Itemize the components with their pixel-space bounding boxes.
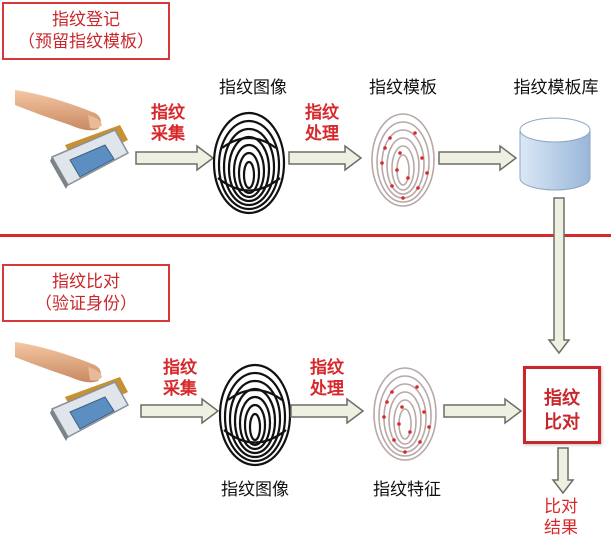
fingerprint-image-icon bbox=[212, 111, 286, 215]
verify-image-caption: 指纹图像 bbox=[221, 480, 289, 500]
match-label-1: 指纹 bbox=[544, 388, 580, 409]
template-db-caption: 指纹模板库 bbox=[513, 78, 599, 98]
match-box: 指纹 比对 bbox=[523, 366, 601, 444]
arrow-db-to-match bbox=[547, 197, 571, 355]
enroll-template-caption: 指纹模板 bbox=[369, 78, 437, 98]
fingerprint-image-icon bbox=[218, 363, 292, 467]
arrow-capture-1 bbox=[135, 144, 215, 172]
enroll-process-label: 指纹处理 bbox=[305, 103, 339, 144]
enroll-title: 指纹登记 bbox=[52, 10, 120, 30]
arrow-to-match bbox=[443, 397, 523, 425]
verify-subtitle: （验证身份） bbox=[35, 294, 137, 314]
enroll-stage-box: 指纹登记 （预留指纹模板） bbox=[2, 2, 170, 60]
result-label: 比对结果 bbox=[544, 497, 578, 538]
verify-title: 指纹比对 bbox=[52, 272, 120, 292]
fingerprint-template-icon bbox=[373, 367, 437, 461]
match-label-2: 比对 bbox=[544, 412, 580, 433]
arrow-process-1 bbox=[288, 144, 363, 172]
enroll-subtitle: （预留指纹模板） bbox=[18, 32, 154, 52]
section-divider bbox=[0, 234, 611, 237]
arrow-capture-2 bbox=[140, 397, 220, 425]
verify-capture-label: 指纹采集 bbox=[163, 358, 197, 399]
arrow-process-2 bbox=[290, 397, 365, 425]
enroll-image-caption: 指纹图像 bbox=[219, 78, 287, 98]
arrow-store bbox=[438, 144, 518, 172]
verify-process-label: 指纹处理 bbox=[310, 358, 344, 399]
arrow-to-result bbox=[551, 447, 575, 495]
verify-feature-caption: 指纹特征 bbox=[373, 480, 441, 500]
finger-scanner-icon bbox=[15, 90, 130, 189]
enroll-capture-label: 指纹采集 bbox=[151, 103, 185, 144]
database-icon bbox=[519, 117, 591, 191]
verify-stage-box: 指纹比对 （验证身份） bbox=[2, 264, 170, 322]
finger-scanner-icon bbox=[15, 342, 130, 441]
fingerprint-template-icon bbox=[371, 113, 435, 207]
